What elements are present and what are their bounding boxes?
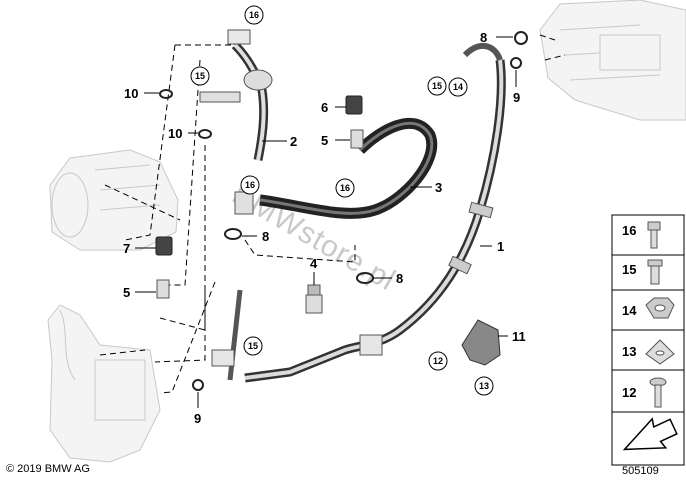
legend-row-13: 13 [622,339,675,365]
circled-callout-15b: 15 [427,76,447,96]
screw-icon [649,377,667,408]
svg-text:15: 15 [195,71,205,81]
legend-row-16: 16 [622,221,661,249]
svg-text:15: 15 [432,81,442,91]
callout-3: 3 [435,180,442,195]
service-valve-5a [350,129,364,149]
callout-8b: 8 [262,229,269,244]
circled-callout-15a: 15 [190,66,210,86]
svg-text:13: 13 [622,344,636,359]
circled-callout-12: 12 [428,351,448,371]
callout-2: 2 [290,134,297,149]
circled-callouts: 16 15 16 16 15 14 15 12 [190,5,494,396]
callout-10a: 10 [124,86,138,101]
svg-text:14: 14 [453,82,463,92]
legend-row-14: 14 [622,297,675,319]
circled-callout-14: 14 [448,77,468,97]
refrigerant-hose-2 [199,29,273,161]
legend-row-12: 12 [622,377,667,408]
svg-text:16: 16 [249,10,259,20]
document-number: 505109 [622,465,659,477]
callout-leaders [135,36,517,408]
svg-text:15: 15 [622,262,636,277]
ghost-evaporator-housing [539,0,686,121]
service-valve-5b [156,279,170,299]
callout-9a: 9 [513,90,520,105]
dashed-leaders [99,34,566,394]
circled-callout-16a: 16 [244,5,264,25]
callout-4: 4 [310,256,318,271]
svg-text:15: 15 [248,341,258,351]
svg-text:13: 13 [479,381,489,391]
copyright-text: © 2019 BMW AG [6,463,90,475]
fastener-legend: 16 15 14 13 [611,214,685,466]
nut-icon [645,297,675,319]
callout-10b: 10 [168,126,182,141]
callout-numbers: 1 2 3 4 5 5 6 7 8 8 8 9 9 10 10 11 [123,30,526,426]
callout-8c: 8 [396,271,403,286]
callout-11: 11 [512,329,526,344]
direction-arrow-icon [622,417,678,451]
sensor-cap-7 [155,236,173,256]
clip-nut-icon [645,339,675,365]
circled-callout-15c: 15 [243,336,263,356]
circled-callout-16c: 16 [335,178,355,198]
bracket-11 [461,319,501,366]
callout-5b: 5 [123,285,130,300]
flange-bolt-icon [647,259,663,285]
circled-callout-16b: 16 [240,175,260,195]
svg-text:16: 16 [245,180,255,190]
callout-6: 6 [321,100,328,115]
callout-9b: 9 [194,411,201,426]
refrigerant-line-1 [211,43,506,383]
ghost-compressor [49,149,179,251]
callout-8a: 8 [480,30,487,45]
svg-text:14: 14 [622,303,637,318]
svg-text:16: 16 [340,183,350,193]
ghost-engine-module [47,304,161,463]
callout-7: 7 [123,241,130,256]
bolt-icon [647,221,661,249]
sensor-cap-6 [345,95,363,115]
svg-text:16: 16 [622,223,636,238]
pressure-sensor-4 [305,284,323,314]
callout-1: 1 [497,239,504,254]
svg-text:12: 12 [433,356,443,366]
callout-5a: 5 [321,133,328,148]
circled-callout-13: 13 [474,376,494,396]
o-rings [159,31,528,391]
svg-text:12: 12 [622,385,636,400]
legend-row-15: 15 [622,259,663,285]
